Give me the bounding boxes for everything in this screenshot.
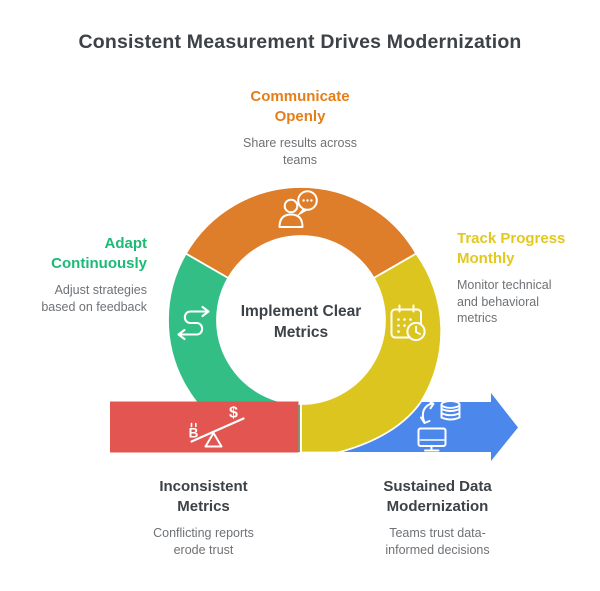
step-heading-line: Continuously [51,254,147,272]
page-title: Consistent Measurement Drives Modernizat… [78,31,522,53]
center-label-line: Implement Clear [240,303,362,320]
scale-right-symbol: $ [229,405,238,422]
step-heading-line: Track Progress [457,230,566,247]
step-subtitle-line: Monitor technical [457,278,552,292]
step-subtitle-line: Share results across [243,136,357,150]
scale-left-symbol: B [189,426,199,441]
step-subtitle-line: informed decisions [385,542,490,557]
step-heading-line: Adapt [104,235,148,252]
step-heading-line: Communicate [250,88,350,105]
step-heading-line: Monthly [457,249,515,267]
segment-track-progress [300,252,443,454]
segment-communicate-openly [184,186,418,279]
step-subtitle-line: Adjust strategies [54,283,147,297]
step-subtitle-line: teams [282,152,318,167]
step-heading-line: Metrics [177,497,230,515]
step-track-progress-monthly: Track Progress Monthly Monitor technical… [457,229,597,327]
step-subtitle-line: metrics [457,311,498,325]
step-subtitle-line: Teams trust data- [389,526,486,540]
step-heading-line: Openly [274,107,326,125]
center-label-line: Metrics [273,324,329,341]
s-curve-arrow-icon [177,305,210,341]
band-inconsistent-metrics [110,401,299,453]
step-sustained-data-modernization: Sustained Data Modernization Teams trust… [348,477,527,558]
person-speech-bubble-icon [278,190,318,228]
step-subtitle-line: and behavioral [457,294,540,309]
step-subtitle-line: erode trust [173,542,234,557]
step-implement-clear-metrics: Implement Clear Metrics [211,301,391,343]
step-heading-line: Sustained Data [383,478,492,495]
step-subtitle-line: Conflicting reports [153,526,254,540]
step-subtitle-line: based on feedback [41,299,147,314]
arrow-sustained-modernization [337,393,518,461]
calendar-clock-icon [390,304,426,342]
data-sync-monitor-icon [417,399,461,452]
imbalance-scale-icon: B $ [189,405,245,448]
step-inconsistent-metrics: Inconsistent Metrics Conflicting reports… [114,477,293,558]
step-heading-line: Inconsistent [159,478,248,495]
step-communicate-openly: Communicate Openly Share results across … [200,87,400,168]
step-adapt-continuously: Adapt Continuously Adjust strategies bas… [0,234,147,315]
step-heading-line: Modernization [386,497,489,515]
